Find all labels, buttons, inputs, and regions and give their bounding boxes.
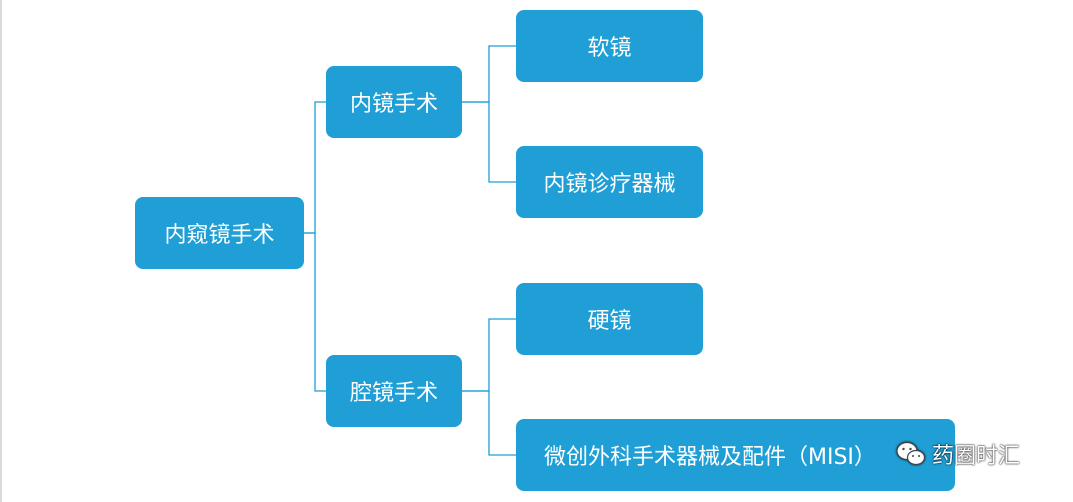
connector-branch-2-to-misi: [462, 390, 516, 456]
root-node-label: 内窥镜手术: [164, 223, 275, 248]
branch-node-label: 内镜手术: [349, 92, 438, 117]
left-border: [0, 0, 2, 502]
root-node: 内窥镜手术: [135, 197, 304, 269]
connector-branch-2-to-rigid-scope: [462, 318, 516, 392]
connector-branch-1-to-instruments: [462, 101, 516, 183]
leaf-node-soft-scope: 软镜: [516, 10, 703, 82]
leaf-node-label: 硬镜: [587, 309, 632, 334]
connector-root-to-branch-1: [304, 101, 326, 234]
connector-root-to-branch-2: [304, 232, 326, 392]
leaf-node-rigid-scope: 硬镜: [516, 283, 703, 355]
leaf-node-endoscopic-instruments: 内镜诊疗器械: [516, 146, 703, 218]
leaf-node-label: 微创外科手术器械及配件（MISI）: [544, 445, 876, 470]
leaf-node-misi: 微创外科手术器械及配件（MISI）: [516, 419, 955, 491]
connector-branch-1-to-soft-scope: [462, 45, 516, 103]
wechat-icon: [896, 441, 926, 466]
leaf-node-label: 内镜诊疗器械: [543, 172, 676, 197]
branch-node-endoscopic-surgery: 内镜手术: [326, 66, 462, 138]
branch-node-laparoscopic-surgery: 腔镜手术: [326, 355, 462, 427]
watermark-text: 药圈时汇: [932, 444, 1021, 469]
branch-node-label: 腔镜手术: [349, 381, 438, 406]
watermark: 药圈时汇: [896, 438, 1020, 470]
leaf-node-label: 软镜: [587, 36, 632, 61]
